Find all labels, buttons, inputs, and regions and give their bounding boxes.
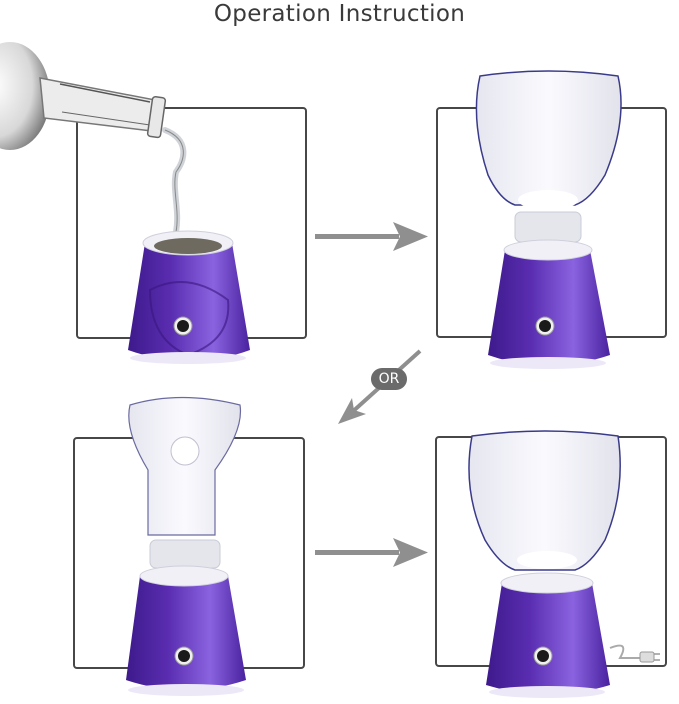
arrow-right-icon — [315, 538, 428, 567]
water-stream-icon — [162, 127, 187, 235]
steamer-plugged-icon — [468, 430, 660, 698]
steamer-with-hood-icon — [475, 70, 622, 369]
bottle-icon — [0, 42, 167, 150]
arrow-right-icon — [315, 222, 428, 251]
page-title: Operation Instruction — [213, 1, 466, 27]
steamer-with-nose-mask-icon — [126, 396, 246, 696]
power-plug-icon — [609, 644, 660, 663]
or-badge: OR — [371, 368, 407, 390]
steamer-base-1 — [128, 230, 250, 364]
